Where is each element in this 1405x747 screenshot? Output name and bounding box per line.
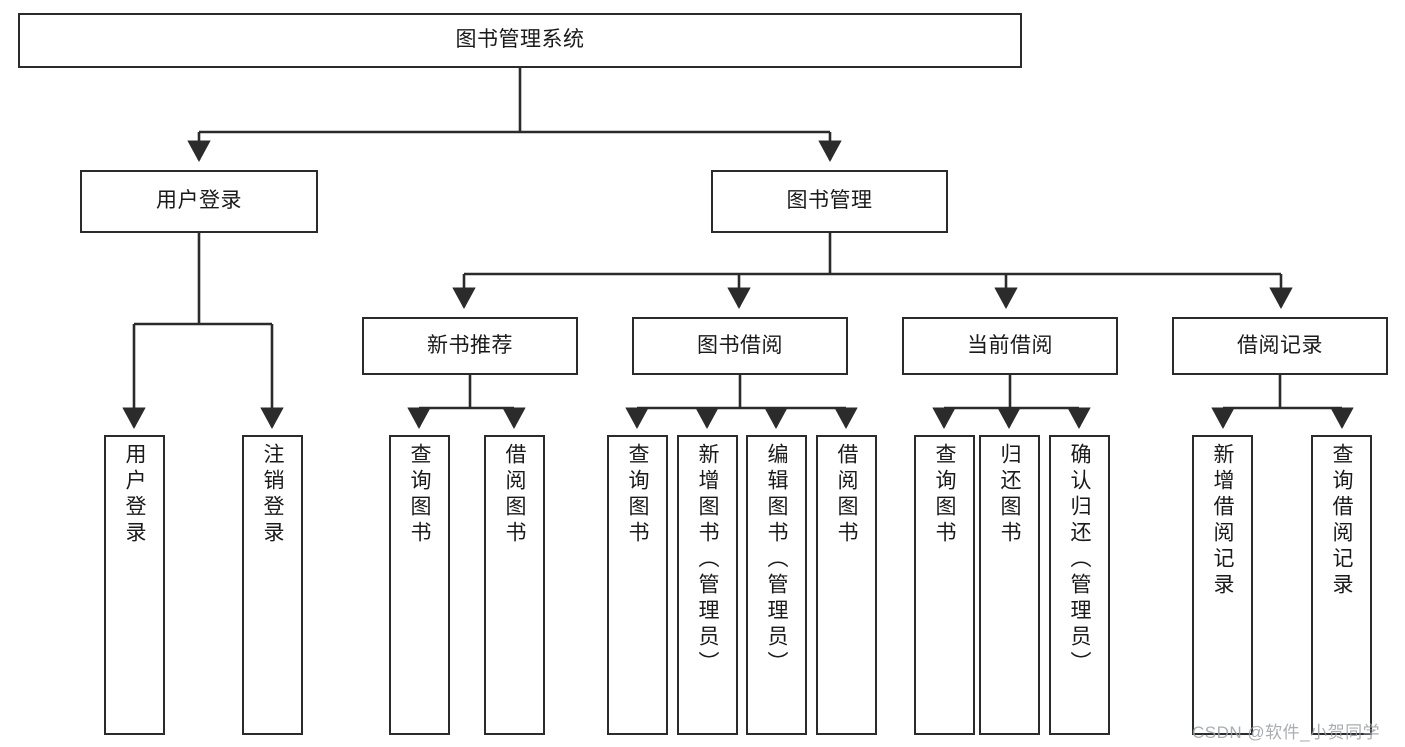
node-label: 借阅图书 — [503, 443, 526, 547]
leaf-record-add-record[interactable]: 新增借阅记录 — [1192, 435, 1253, 735]
leaf-new-book-borrow[interactable]: 借阅图书 — [484, 435, 545, 735]
node-label: 图书管理 — [786, 189, 873, 213]
leaf-current-confirm-return[interactable]: 确认归还（管理员） — [1049, 435, 1110, 735]
leaf-current-return-book[interactable]: 归还图书 — [979, 435, 1040, 735]
node-label: 确认归还（管理员） — [1068, 443, 1091, 677]
node-label: 注销登录 — [261, 443, 284, 547]
node-label: 查询图书 — [408, 443, 431, 547]
node-label: 归还图书 — [998, 443, 1021, 547]
node-label: 新增借阅记录 — [1211, 443, 1234, 599]
leaf-current-query-book[interactable]: 查询图书 — [914, 435, 975, 735]
node-label: 查询借阅记录 — [1330, 443, 1353, 599]
leaf-borrow-borrow-book[interactable]: 借阅图书 — [816, 435, 877, 735]
node-new-book-recommend[interactable]: 新书推荐 — [362, 317, 578, 375]
node-label: 借阅记录 — [1237, 333, 1323, 357]
node-label: 查询图书 — [626, 443, 649, 547]
node-book-borrow[interactable]: 图书借阅 — [632, 317, 848, 375]
node-root-system[interactable]: 图书管理系统 — [18, 13, 1022, 68]
node-label: 图书管理系统 — [455, 28, 585, 52]
node-book-management[interactable]: 图书管理 — [711, 170, 948, 233]
node-user-login[interactable]: 用户登录 — [80, 170, 318, 233]
leaf-borrow-edit-book[interactable]: 编辑图书（管理员） — [746, 435, 807, 735]
leaf-user-login-login[interactable]: 用户登录 — [104, 435, 165, 735]
leaf-borrow-add-book[interactable]: 新增图书（管理员） — [677, 435, 738, 735]
node-label: 编辑图书（管理员） — [765, 443, 788, 677]
node-label: 用户登录 — [156, 189, 242, 213]
node-label: 当前借阅 — [967, 333, 1053, 357]
node-label: 查询图书 — [933, 443, 956, 547]
leaf-user-login-logout[interactable]: 注销登录 — [242, 435, 303, 735]
node-label: 图书借阅 — [697, 333, 783, 357]
node-label: 用户登录 — [123, 443, 146, 547]
node-label: 借阅图书 — [835, 443, 858, 547]
leaf-record-query-record[interactable]: 查询借阅记录 — [1311, 435, 1372, 735]
leaf-borrow-query-book[interactable]: 查询图书 — [607, 435, 668, 735]
node-label: 新增图书（管理员） — [696, 443, 719, 677]
node-current-borrow[interactable]: 当前借阅 — [902, 317, 1118, 375]
leaf-new-book-query[interactable]: 查询图书 — [389, 435, 450, 735]
node-label: 新书推荐 — [427, 333, 513, 357]
node-borrow-record[interactable]: 借阅记录 — [1172, 317, 1388, 375]
